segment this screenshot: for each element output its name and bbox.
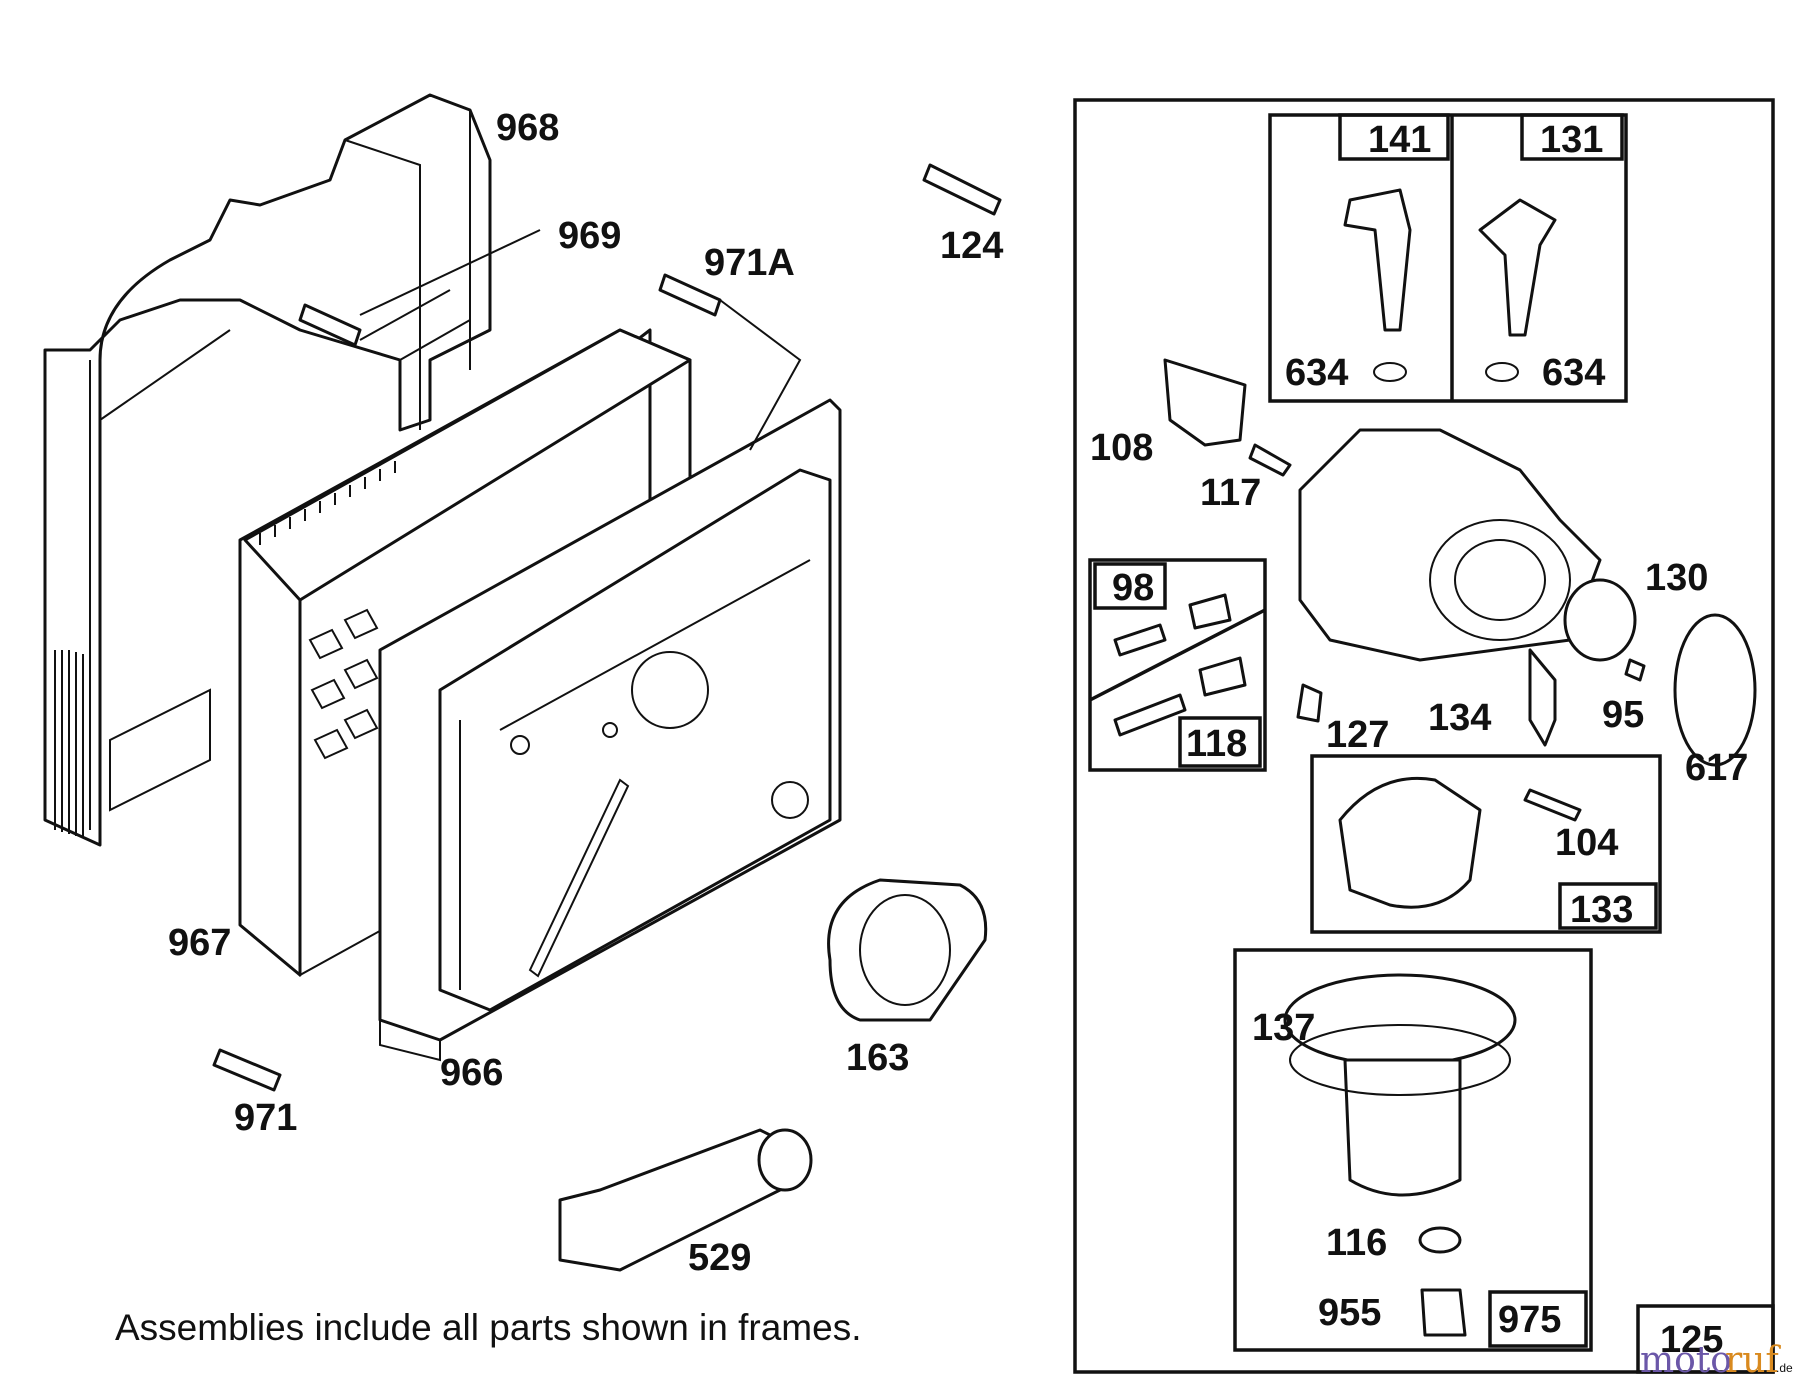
- label-134: 134: [1428, 697, 1491, 739]
- screw-971: [212, 1048, 282, 1092]
- label-971: 971: [234, 1097, 297, 1139]
- label-116: 116: [1326, 1222, 1387, 1264]
- label-955: 955: [1318, 1292, 1381, 1334]
- label-967: 967: [168, 922, 231, 964]
- label-968: 968: [496, 107, 559, 149]
- label-117: 117: [1200, 472, 1261, 514]
- label-966: 966: [440, 1052, 503, 1094]
- watermark-brand-a: moto: [1640, 1340, 1732, 1381]
- watermark-suffix: .de: [1776, 1361, 1793, 1375]
- label-163: 163: [846, 1037, 909, 1079]
- label-118: 118: [1186, 723, 1247, 765]
- carburetor-body: [1163, 358, 1757, 767]
- label-127: 127: [1326, 714, 1389, 756]
- frame-125-tag: [1636, 1304, 1775, 1374]
- watermark-brand-b: ruf: [1725, 1340, 1781, 1381]
- label-125: 125: [1660, 1319, 1723, 1361]
- label-104: 104: [1555, 822, 1618, 864]
- screw-969: [298, 229, 541, 347]
- watermark: moto ruf .de: [1640, 1340, 1793, 1381]
- label-124: 124: [940, 225, 1003, 267]
- label-975: 975: [1498, 1299, 1561, 1341]
- label-969: 969: [558, 215, 621, 257]
- label-95: 95: [1602, 694, 1644, 736]
- elbow-529: [558, 1128, 813, 1272]
- air-cleaner-base-968: [43, 93, 492, 847]
- label-98: 98: [1112, 567, 1154, 609]
- frame-975: [1233, 948, 1593, 1352]
- label-108: 108: [1090, 427, 1153, 469]
- label-634-left: 634: [1285, 352, 1348, 394]
- gasket-163: [827, 878, 988, 1022]
- label-634-right: 634: [1542, 352, 1605, 394]
- label-133: 133: [1570, 889, 1633, 931]
- frame-141-131: [1268, 113, 1628, 403]
- label-130: 130: [1645, 557, 1708, 599]
- caption: Assemblies include all parts shown in fr…: [115, 1307, 862, 1348]
- label-141: 141: [1368, 119, 1431, 161]
- label-971A: 971A: [704, 242, 795, 284]
- label-131: 131: [1540, 119, 1603, 161]
- label-529: 529: [688, 1237, 751, 1279]
- frame-125-outer: [1073, 98, 1775, 1374]
- label-137: 137: [1252, 1007, 1315, 1049]
- frame-133: [1310, 754, 1662, 934]
- screw-971A: [658, 273, 802, 451]
- frame-98-118: [1088, 558, 1267, 772]
- air-cleaner-cover-966: [378, 398, 842, 1062]
- screw-124: [922, 163, 1002, 216]
- label-617: 617: [1685, 747, 1748, 789]
